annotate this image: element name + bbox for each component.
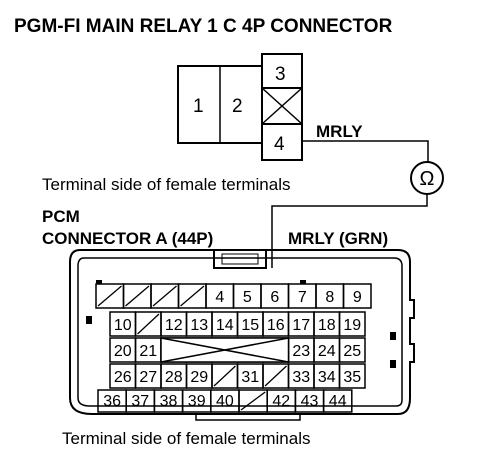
relay-terminal-2: 2 (232, 96, 243, 117)
pcm-terminal-label: 38 (160, 393, 178, 410)
pcm-right-key-2 (390, 360, 396, 368)
pcm-terminal-label: 14 (216, 317, 234, 334)
pcm-terminal-label: 34 (318, 369, 336, 386)
pcm-shell-outer (69, 249, 415, 415)
ohmmeter-icon: Ω (410, 161, 444, 195)
empty-cavity-icon (264, 365, 287, 387)
blocked-cavity-icon (261, 87, 303, 125)
relay-connector: 1 2 3 4 (177, 53, 303, 161)
empty-cavity-icon (137, 313, 160, 335)
pcm-terminal-label: 21 (139, 343, 157, 360)
pcm-terminal-label: 16 (267, 317, 285, 334)
pcm-terminal-label: 36 (103, 393, 121, 410)
pcm-row-tab (300, 280, 306, 284)
pcm-terminal-label: 44 (329, 393, 347, 410)
pcm-terminal-label: 4 (215, 289, 224, 306)
pcm-terminal-label: 12 (165, 317, 183, 334)
pcm-terminal-label: 18 (318, 317, 336, 334)
empty-cavity-icon (180, 285, 205, 307)
pcm-terminal-label: 39 (188, 393, 206, 410)
relay-probe-wire (302, 140, 429, 162)
pcm-terminal-label: 15 (241, 317, 259, 334)
pcm-terminal-label: 5 (243, 289, 252, 306)
relay-terminal-3: 3 (275, 64, 286, 85)
pcm-probe-wire (271, 194, 428, 268)
pcm-connector-housing (69, 249, 415, 421)
blocked-cavity-icon (160, 337, 289, 363)
ohm-symbol: Ω (420, 168, 435, 190)
pcm-terminal-label: 25 (343, 343, 361, 360)
pcm-latch (213, 249, 267, 269)
pcm-terminal-label: 35 (343, 369, 361, 386)
pcm-latch-inner (221, 253, 259, 265)
pcm-terminal-label: 19 (343, 317, 361, 334)
pcm-terminal-label: 24 (318, 343, 336, 360)
pcm-terminal-grid: 4 5 6 7 8 9 10 12 13 14 15 16 17 18 19 20 21 23 24 25 26 27 28… (95, 280, 372, 413)
pcm-cavity (338, 363, 366, 389)
pcm-terminal-label: 42 (272, 393, 290, 410)
pcm-cavity (338, 311, 366, 337)
pcm-row-tab (96, 280, 102, 284)
pcm-terminal-label: 23 (292, 343, 310, 360)
empty-cavity-icon (125, 285, 150, 307)
pcm-terminal-label: 26 (114, 369, 132, 386)
pcm-terminal-label: 31 (241, 369, 259, 386)
relay-title: PGM-FI MAIN RELAY 1 C 4P CONNECTOR (14, 16, 393, 37)
pcm-terminal-label: 13 (190, 317, 208, 334)
pcm-bottom-tab (195, 414, 301, 421)
pcm-terminal-label: 17 (292, 317, 310, 334)
pcm-wire-label: MRLY (GRN) (288, 229, 388, 248)
relay-terminal-4-cell (261, 123, 303, 161)
relay-terminal-4: 4 (274, 134, 285, 155)
relay-side-note: Terminal side of female terminals (42, 175, 290, 194)
pcm-terminal-label: 37 (131, 393, 149, 410)
pcm-cavity (342, 283, 372, 309)
empty-cavity-icon (152, 285, 177, 307)
pcm-terminal-label: 40 (216, 393, 234, 410)
pcm-terminal-label: 9 (353, 289, 362, 306)
pcm-shell-inner (77, 257, 403, 407)
pcm-terminal-label: 10 (114, 317, 132, 334)
empty-cavity-icon (213, 365, 236, 387)
pcm-cavity (322, 389, 353, 413)
pcm-terminal-label: 33 (292, 369, 310, 386)
empty-cavity-icon (240, 391, 266, 411)
pcm-terminal-label: 6 (270, 289, 279, 306)
pcm-terminal-label: 28 (165, 369, 183, 386)
pcm-side-note: Terminal side of female terminals (62, 429, 310, 448)
pcm-terminal-label: 20 (114, 343, 132, 360)
empty-cavity-icon (97, 285, 122, 307)
pcm-terminal-label: 27 (139, 369, 157, 386)
relay-terminal-1: 1 (193, 96, 204, 117)
pcm-terminal-label: 29 (190, 369, 208, 386)
relay-wire-label: MRLY (316, 122, 363, 141)
pcm-title-line1: PCM (42, 207, 80, 226)
pcm-terminal-label: 8 (325, 289, 334, 306)
pcm-title-line2: CONNECTOR A (44P) (42, 229, 213, 248)
pcm-terminal-label: 43 (301, 393, 319, 410)
pcm-cavity (338, 337, 366, 363)
pcm-right-key (390, 332, 396, 340)
pcm-left-key (86, 316, 92, 324)
pcm-terminal-label: 7 (298, 289, 307, 306)
